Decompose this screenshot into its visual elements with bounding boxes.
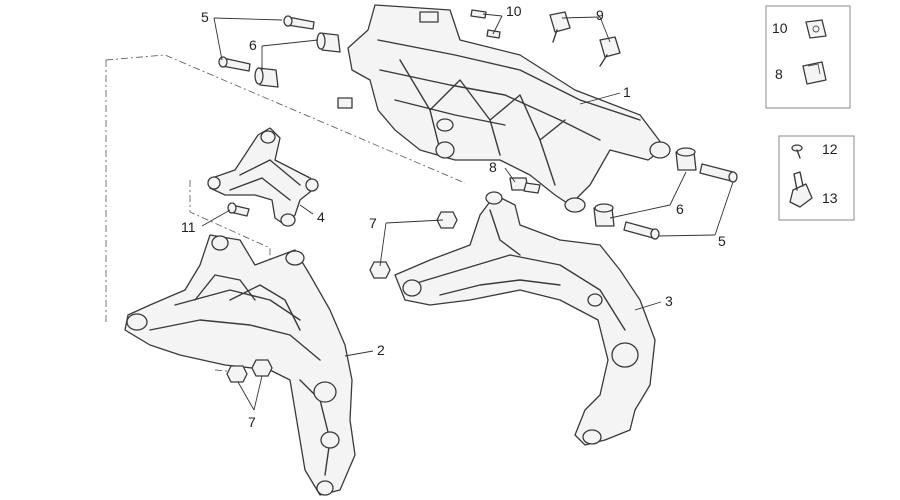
callout-9: 9: [596, 7, 604, 23]
inset-label-12: 12: [822, 141, 838, 157]
bushing-part-6-right[interactable]: [593, 147, 697, 227]
clip-nut-part-8[interactable]: [509, 177, 541, 194]
inset-label-13: 13: [822, 190, 838, 206]
inset-box-top: 10 8: [765, 5, 851, 109]
bolt-part-5-right[interactable]: [623, 163, 738, 240]
bracket-13-icon: [789, 171, 813, 208]
callout-2: 2: [377, 342, 385, 358]
bushing-part-6-top[interactable]: [254, 32, 341, 88]
leader-lines: [201, 13, 734, 411]
callout-numbers: 1 2 3 4 5 5 6 6 7 7 8 9 10 11: [181, 3, 726, 430]
screw-part-11[interactable]: [227, 202, 250, 217]
inset-box-bottom: 12 13: [778, 135, 855, 221]
callout-6-right: 6: [676, 201, 684, 217]
clip-nut-8-icon: [802, 61, 827, 85]
callout-8-mid: 8: [489, 159, 497, 175]
callout-4: 4: [317, 209, 325, 225]
buffer-part-9[interactable]: [549, 11, 621, 67]
callout-6-top: 6: [249, 37, 257, 53]
callout-5-top: 5: [201, 9, 209, 25]
inset-label-10: 10: [772, 20, 788, 36]
inset-label-8: 8: [775, 66, 783, 82]
callout-7-mid: 7: [369, 215, 377, 231]
callout-7-bottom: 7: [248, 414, 256, 430]
bracket-part-3[interactable]: [394, 191, 656, 446]
nut-part-7[interactable]: [226, 211, 458, 383]
callout-11: 11: [181, 219, 196, 235]
frame-part-1[interactable]: [337, 4, 671, 213]
screw-12-icon: [791, 144, 803, 159]
callout-10-top: 10: [506, 3, 522, 19]
bolt-part-5-top[interactable]: [218, 15, 315, 72]
bracket-part-4[interactable]: [207, 127, 319, 227]
clip-10-icon: [805, 19, 827, 39]
callout-5-right: 5: [718, 233, 726, 249]
callout-1: 1: [623, 84, 631, 100]
callout-3: 3: [665, 293, 673, 309]
bracket-part-2[interactable]: [124, 234, 356, 496]
